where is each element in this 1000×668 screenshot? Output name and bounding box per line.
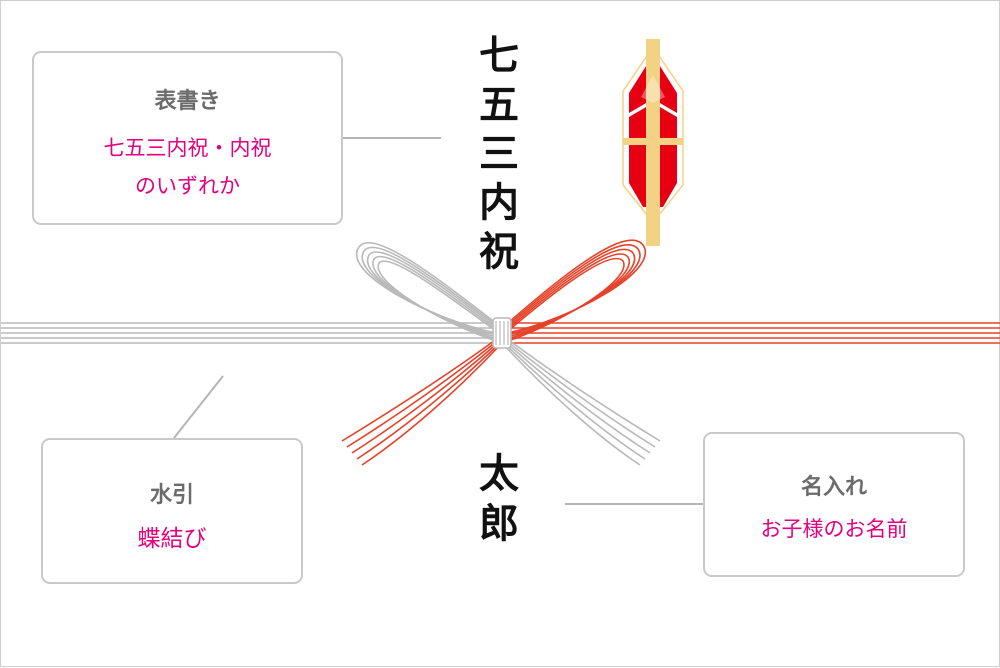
mizuhiki-bow-right-loop xyxy=(507,239,646,342)
callout-mizuhiki-value: 蝶結び xyxy=(137,526,207,552)
leader-lines xyxy=(173,137,703,505)
name-char: 太 xyxy=(479,450,519,497)
omotegaki-char: 祝 xyxy=(479,228,519,275)
mizuhiki-cords-red xyxy=(508,322,1000,344)
callout-nairee: 名入れ お子様のお名前 xyxy=(703,432,965,577)
mizuhiki-knot xyxy=(492,317,512,349)
mizuhiki-cords-silver xyxy=(1,322,496,344)
callout-mizuhiki-heading: 水引 xyxy=(149,483,194,508)
noshi-omotegaki-text: 七 五 三 内 祝 xyxy=(471,31,527,276)
noshi-icon xyxy=(622,39,684,246)
name-char: 郎 xyxy=(479,500,519,547)
callout-omotegaki-value-line2: のいずれか xyxy=(135,174,240,198)
callout-nairee-value: お子様のお名前 xyxy=(760,517,908,541)
omotegaki-char: 五 xyxy=(479,81,519,128)
callout-omotegaki-heading: 表書き xyxy=(154,89,221,114)
callout-omotegaki-value: 七五三内祝・内祝 のいずれか xyxy=(34,129,341,205)
callout-omotegaki-value-line1: 七五三内祝・内祝 xyxy=(103,136,272,160)
mizuhiki-tail-red-left xyxy=(341,334,503,466)
omotegaki-char: 七 xyxy=(479,32,519,79)
callout-omotegaki: 表書き 七五三内祝・内祝 のいずれか xyxy=(32,51,343,225)
callout-mizuhiki: 水引 蝶結び xyxy=(41,438,303,584)
omotegaki-char: 内 xyxy=(479,179,519,226)
leader-line-mizuhiki xyxy=(173,375,224,439)
mizuhiki-tail-silver-right xyxy=(501,334,661,466)
omotegaki-char: 三 xyxy=(479,130,519,177)
noshi-name-text: 太 郎 xyxy=(473,449,525,549)
callout-nairee-heading: 名入れ xyxy=(800,475,867,500)
mizuhiki-bow-left-loop xyxy=(356,241,497,342)
